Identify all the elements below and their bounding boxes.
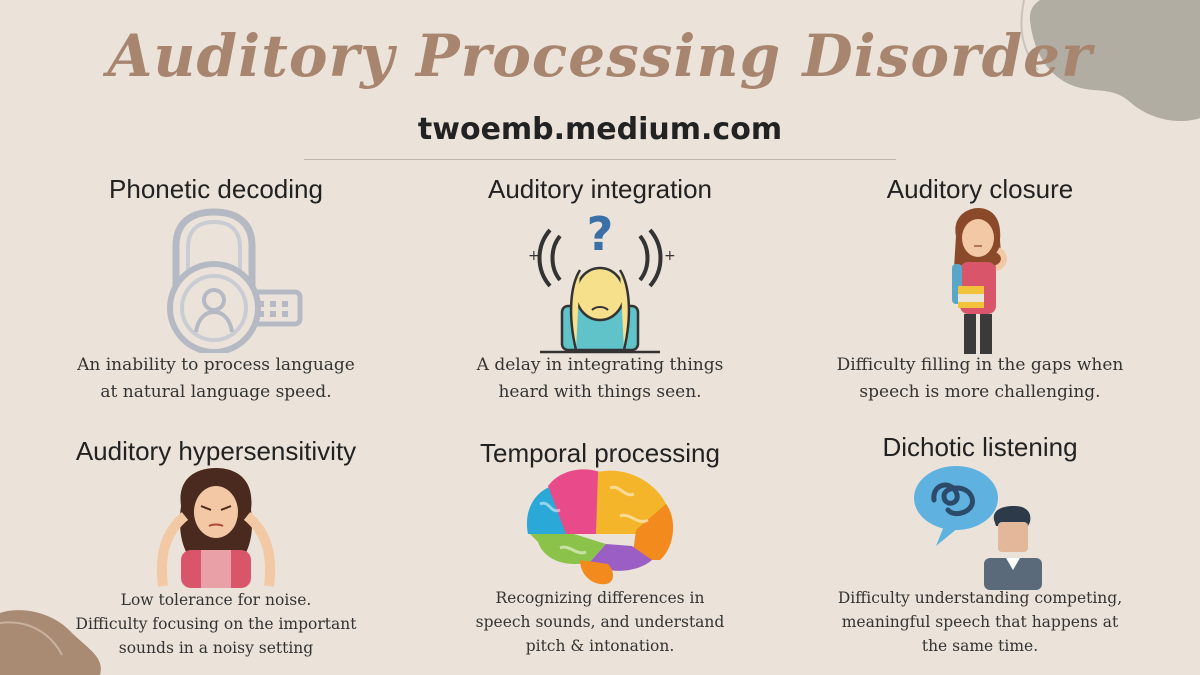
card-description: A delay in integrating things heard with… bbox=[476, 355, 724, 402]
card-description: Recognizing differences in speech sounds… bbox=[475, 589, 725, 655]
card-title: Dichotic listening bbox=[882, 432, 1078, 462]
card-title: Temporal processing bbox=[480, 438, 720, 468]
thinking-woman-icon bbox=[952, 208, 1007, 354]
confused-person-sound-icon: ? + + bbox=[528, 207, 676, 354]
card-title: Auditory hypersensitivity bbox=[75, 436, 357, 466]
card-auditory-integration: Auditory integration ? + + A delay in in… bbox=[410, 174, 790, 402]
card-description: Low tolerance for noise. Difficulty focu… bbox=[75, 591, 357, 657]
padlock-person-icon bbox=[167, 208, 303, 353]
decorative-blob-bottom-left bbox=[0, 610, 101, 675]
card-dichotic-listening: Dichotic listening Difficulty understand… bbox=[790, 432, 1170, 655]
card-auditory-closure: Auditory closure Difficulty filling in t… bbox=[790, 174, 1170, 402]
card-phonetic-decoding: Phonetic decoding An inability to proces… bbox=[26, 174, 406, 402]
colorful-brain-icon bbox=[526, 469, 674, 585]
card-title: Auditory closure bbox=[886, 174, 1074, 204]
card-temporal-processing: Temporal processing Recognizing differen… bbox=[410, 438, 790, 655]
header-divider bbox=[304, 159, 896, 160]
card-auditory-hypersensitivity: Auditory hypersensitivity Low tolerance … bbox=[26, 436, 406, 657]
decorative-blob-top-right bbox=[1020, 0, 1200, 122]
svg-text:+: + bbox=[528, 248, 540, 264]
svg-text:?: ? bbox=[587, 207, 614, 261]
man-speech-bubble-icon bbox=[914, 466, 1042, 590]
card-description: Difficulty filling in the gaps when spee… bbox=[836, 355, 1124, 402]
card-title: Phonetic decoding bbox=[109, 174, 323, 204]
svg-text:+: + bbox=[664, 248, 676, 264]
card-title: Auditory integration bbox=[487, 174, 713, 204]
card-description: An inability to process language at natu… bbox=[77, 355, 355, 402]
page-title: Auditory Processing Disorder bbox=[107, 22, 1093, 90]
card-description: Difficulty understanding competing, mean… bbox=[837, 589, 1123, 655]
woman-covering-ears-icon bbox=[156, 468, 276, 588]
page-subtitle: twoemb.medium.com bbox=[417, 112, 783, 147]
